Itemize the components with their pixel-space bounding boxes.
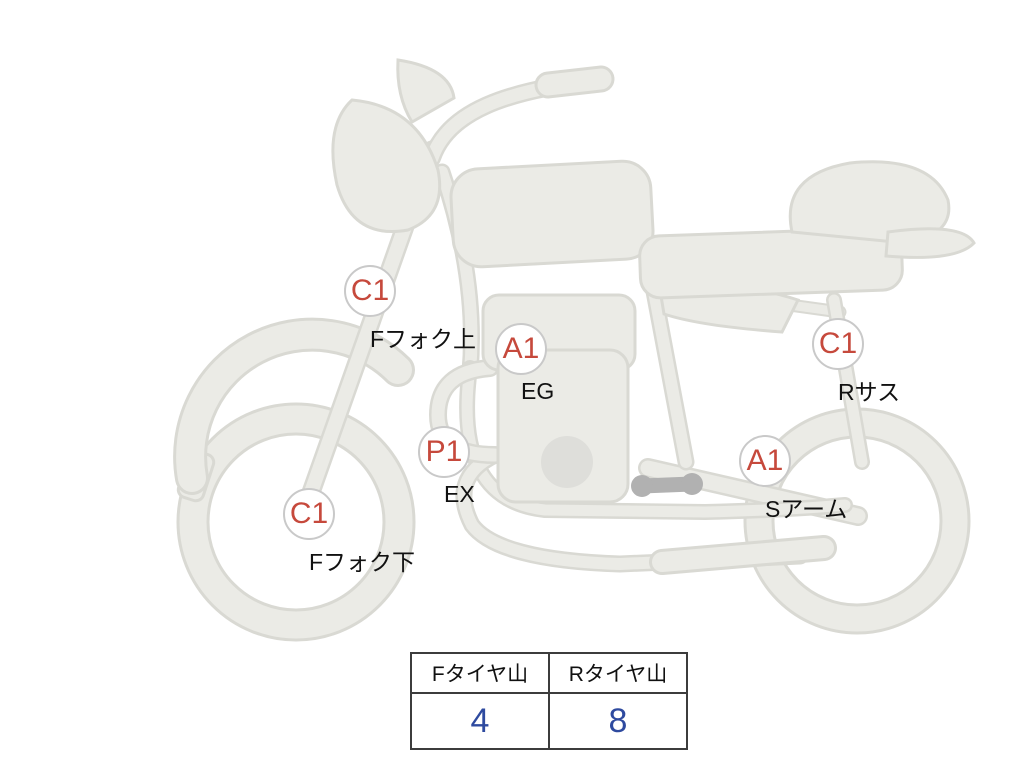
marker-part-label: Rサス [838, 379, 901, 405]
f-tire-header: Fタイヤ山 [410, 652, 550, 694]
bike-shapes [176, 58, 976, 642]
marker-code-badge: P1 [418, 426, 470, 478]
headlight [331, 98, 442, 233]
marker-part-label: Fフォク上 [370, 326, 477, 352]
tire-tread-table: Fタイヤ山 Rタイヤ山 4 8 [410, 652, 688, 750]
marker-part-label: Sアーム [765, 496, 848, 522]
tire-table-header-row: Fタイヤ山 Rタイヤ山 [410, 652, 688, 694]
marker-code-badge: C1 [344, 265, 396, 317]
r-tire-header: Rタイヤ山 [548, 652, 688, 694]
marker-f-fork-lower: C1 Fフォク下 [283, 488, 415, 577]
marker-part-label: Fフォク下 [309, 549, 416, 575]
mirror [396, 58, 456, 125]
marker-code-badge: A1 [495, 323, 547, 375]
marker-code-badge: A1 [739, 435, 791, 487]
tire-table-value-row: 4 8 [410, 692, 688, 750]
marker-code-badge: C1 [283, 488, 335, 540]
marker-part-label: EG [521, 378, 555, 404]
r-tire-value: 8 [548, 692, 688, 750]
fuel-tank [449, 159, 655, 269]
marker-code-badge: C1 [812, 318, 864, 370]
marker-exhaust: P1 EX [418, 426, 475, 508]
marker-engine: A1 EG [495, 323, 554, 405]
marker-f-fork-upper: C1 Fフォク上 [344, 265, 476, 354]
marker-rear-sus: C1 Rサス [812, 318, 900, 407]
marker-swing-arm: A1 Sアーム [739, 435, 847, 524]
marker-part-label: EX [444, 481, 475, 507]
f-tire-value: 4 [410, 692, 550, 750]
